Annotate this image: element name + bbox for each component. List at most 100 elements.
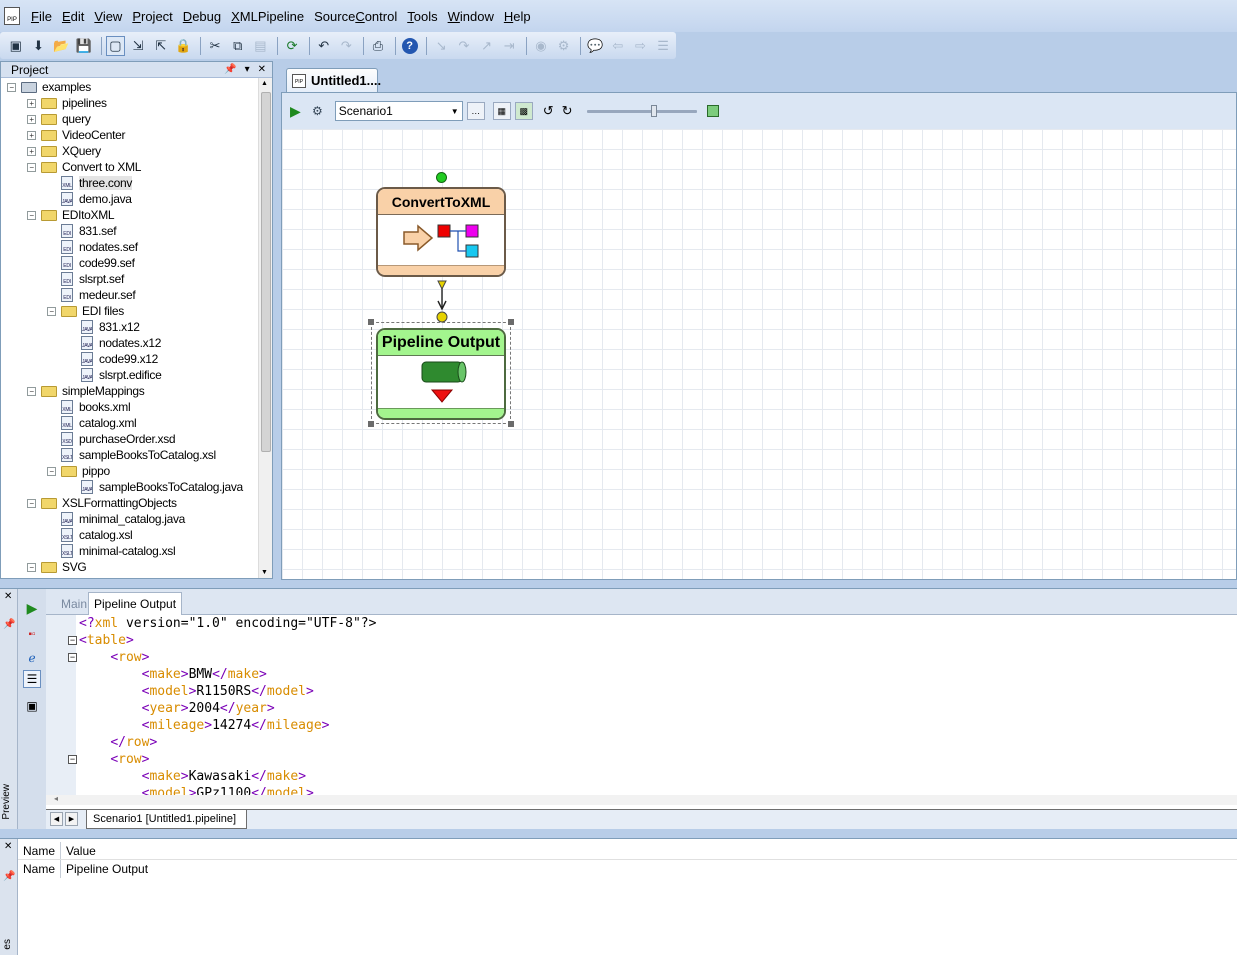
cut-icon[interactable]: ✂: [209, 37, 221, 53]
run-to-cursor-icon[interactable]: ⇥: [503, 37, 515, 53]
redo-icon[interactable]: ↷: [340, 37, 352, 53]
fold-toggle[interactable]: −: [68, 652, 77, 662]
zoom-slider-knob[interactable]: [651, 104, 658, 117]
download-icon[interactable]: ⬇: [33, 37, 44, 53]
tab-pipeline-output[interactable]: Pipeline Output: [88, 592, 183, 615]
tab-scenario1[interactable]: Scenario1 [Untitled1.pipeline]: [86, 810, 248, 829]
close-icon[interactable]: ✕: [4, 841, 13, 852]
menu-tools[interactable]: Tools: [407, 8, 438, 24]
menu-sourcecontrol[interactable]: SourceControl: [314, 8, 398, 24]
resize-handle[interactable]: [368, 421, 374, 427]
run-icon[interactable]: ▶: [26, 599, 38, 616]
lock-icon[interactable]: 🔒: [175, 37, 192, 53]
convert-to-xml-node[interactable]: ConvertToXML: [376, 187, 506, 277]
menu-view[interactable]: View: [94, 8, 123, 24]
save-output-icon[interactable]: ▣: [26, 699, 38, 713]
menu-project[interactable]: Project: [132, 8, 173, 24]
tree-item[interactable]: −Convert to XML: [27, 159, 141, 175]
refresh-icon[interactable]: ⟳: [286, 37, 298, 53]
tree-item[interactable]: −simpleMappings: [27, 383, 145, 399]
forward-icon[interactable]: ⇨: [635, 37, 646, 53]
app-icon[interactable]: PIP: [4, 7, 20, 25]
new-pipeline-icon[interactable]: ▣: [9, 37, 22, 53]
resize-handle[interactable]: [368, 319, 374, 325]
menu-window[interactable]: Window: [447, 8, 494, 24]
browser-icon[interactable]: ℯ: [28, 651, 36, 665]
list-icon[interactable]: ☰: [657, 37, 669, 53]
tree-item[interactable]: −examples: [7, 79, 91, 95]
input-port[interactable]: [436, 172, 447, 183]
pipeline-icon[interactable]: ▪▫: [28, 628, 36, 640]
collapse-icon[interactable]: −: [47, 466, 56, 476]
dropdown-icon[interactable]: ▾: [244, 64, 250, 75]
save-icon[interactable]: 💾: [75, 37, 92, 53]
tree-scrollbar[interactable]: ▲ ▼: [258, 78, 272, 578]
comment-icon[interactable]: 💬: [587, 37, 604, 53]
tree-item[interactable]: −SVG: [27, 559, 87, 575]
menu-debug[interactable]: Debug: [182, 8, 222, 24]
menu-file[interactable]: File: [31, 8, 52, 24]
run-icon[interactable]: ▶: [290, 102, 301, 119]
close-icon[interactable]: ✕: [4, 591, 13, 602]
paste-icon[interactable]: ▤: [254, 37, 267, 53]
tab-next-icon[interactable]: ▶: [65, 812, 78, 826]
xml-output-view[interactable]: −−− <?xml version="1.0" encoding="UTF-8"…: [46, 615, 1237, 795]
scroll-left-icon[interactable]: ◂: [54, 794, 59, 803]
tab-main[interactable]: Main: [61, 596, 88, 611]
scroll-down-icon[interactable]: ▼: [261, 569, 268, 576]
undo-icon[interactable]: ↶: [318, 37, 330, 53]
tree-item[interactable]: +query: [27, 111, 91, 127]
rotate-left-icon[interactable]: ↺: [542, 103, 554, 118]
scrollbar-thumb[interactable]: [261, 92, 271, 452]
tab-prev-icon[interactable]: ◀: [50, 812, 63, 826]
browse-button[interactable]: …: [466, 102, 485, 120]
settings-icon[interactable]: ⚙: [557, 37, 570, 53]
collapse-icon[interactable]: −: [27, 210, 36, 220]
collapse-icon[interactable]: −: [47, 306, 56, 316]
grid-icon[interactable]: ▦: [492, 102, 511, 120]
back-icon[interactable]: ⇦: [612, 37, 624, 53]
collapse-icon[interactable]: −: [27, 498, 36, 508]
text-view-icon[interactable]: ☰: [23, 670, 41, 688]
import-icon[interactable]: ⇲: [132, 37, 144, 53]
pipeline-canvas[interactable]: ConvertToXML: [282, 129, 1236, 579]
step-into-icon[interactable]: ↘: [435, 37, 447, 53]
print-icon[interactable]: ⎙: [372, 37, 384, 53]
tree-item[interactable]: +pipelines: [27, 95, 107, 111]
fold-toggle[interactable]: −: [68, 754, 77, 764]
menu-xmlpipeline[interactable]: XMLPipeline: [231, 8, 305, 24]
zoom-slider[interactable]: [586, 104, 697, 117]
pipeline-output-node[interactable]: Pipeline Output: [376, 328, 506, 420]
horizontal-scrollbar[interactable]: ◂: [46, 794, 1237, 805]
tree-item[interactable]: −EDI files: [47, 303, 124, 319]
tree-item[interactable]: −XSLFormattingObjects: [27, 495, 177, 511]
tree-item[interactable]: −pippo: [47, 463, 110, 479]
step-over-icon[interactable]: ↷: [458, 37, 470, 53]
pin-icon[interactable]: 📌: [3, 619, 16, 630]
tree-item[interactable]: +XQuery: [27, 143, 101, 159]
pin-icon[interactable]: 📌: [224, 64, 237, 75]
close-icon[interactable]: ✕: [257, 64, 266, 75]
pin-icon[interactable]: 📌: [3, 871, 16, 882]
collapse-icon[interactable]: −: [27, 386, 36, 396]
tab-untitled1[interactable]: PIP Untitled1....: [286, 68, 381, 92]
expand-icon[interactable]: +: [27, 114, 36, 124]
debug-icon[interactable]: ⚙: [312, 104, 323, 118]
help-icon[interactable]: ?: [400, 36, 420, 56]
tree-item[interactable]: +VideoCenter: [27, 127, 126, 143]
expand-icon[interactable]: +: [27, 130, 36, 140]
open-folder-icon[interactable]: 📂: [53, 37, 70, 53]
expand-icon[interactable]: +: [27, 98, 36, 108]
resize-handle[interactable]: [508, 421, 514, 427]
step-out-icon[interactable]: ↗: [481, 37, 493, 53]
scenario-select[interactable]: Scenario1 ▼: [334, 101, 463, 121]
